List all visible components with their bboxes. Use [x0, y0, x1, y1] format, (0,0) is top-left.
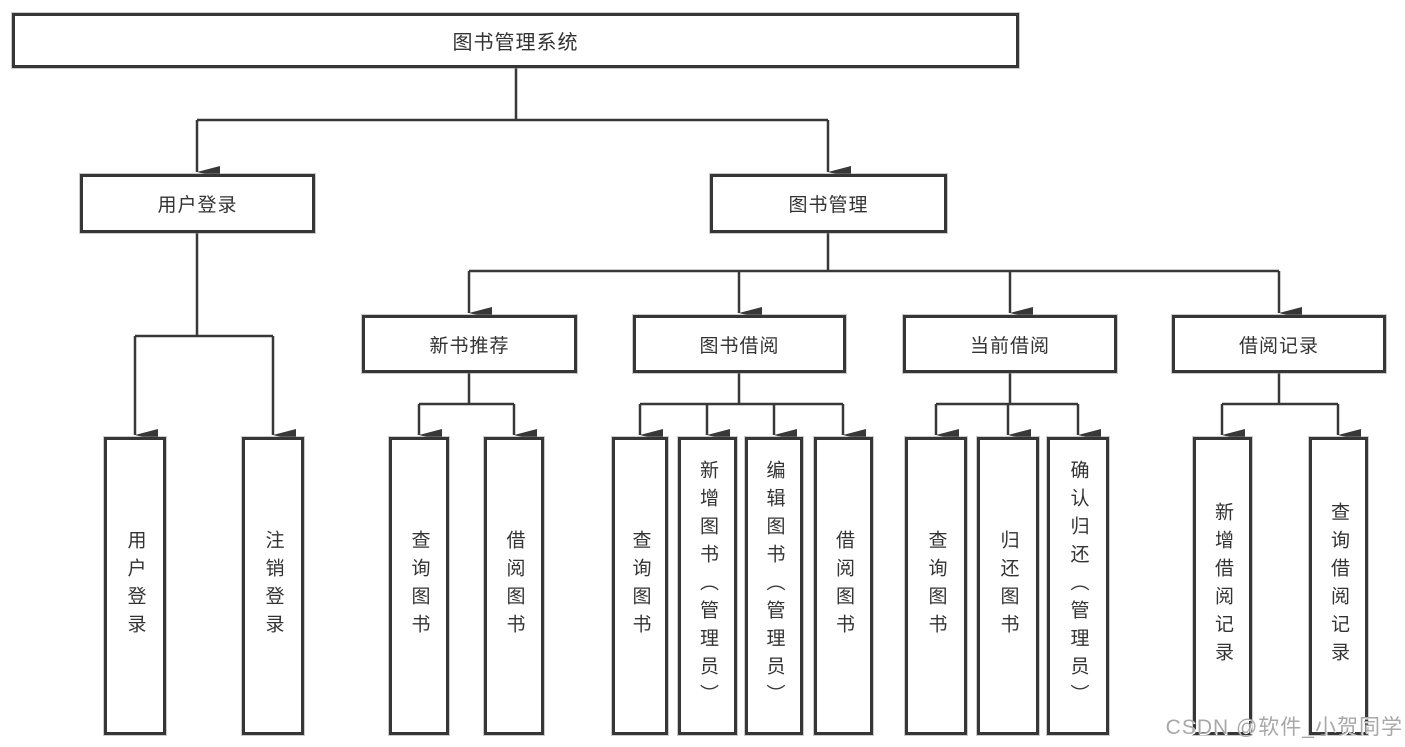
leaf-query-books-3-label: 查询图书 [925, 530, 947, 642]
connector-current-borrow-to-leaves [934, 373, 1101, 441]
leaf-query-books-2-label: 查询图书 [629, 530, 651, 642]
node-new-book-recommendation: 新书推荐 [362, 315, 577, 373]
leaf-edit-book-admin-label: 编辑图书（管理员） [763, 460, 785, 712]
node-current-borrowing: 当前借阅 [903, 315, 1117, 373]
leaf-edit-book-admin: 编辑图书（管理员） [745, 437, 803, 735]
connector-new-book-rec-to-leaves [417, 373, 537, 441]
leaf-query-books-1: 查询图书 [389, 437, 449, 735]
leaf-add-borrow-record-label: 新增借阅记录 [1212, 502, 1233, 670]
connector-book-mgmt-to-level2 [467, 233, 1302, 319]
leaf-logout: 注销登录 [242, 437, 304, 735]
node-borrowing-records: 借阅记录 [1172, 315, 1386, 373]
leaf-return-books-label: 归还图书 [997, 530, 1019, 642]
connector-root-to-level1 [195, 68, 851, 178]
leaf-borrow-books-1: 借阅图书 [484, 437, 544, 735]
csdn-watermark: CSDN @软件_小贺同学 [1165, 716, 1403, 739]
leaf-logout-label: 注销登录 [262, 530, 284, 642]
node-library-system: 图书管理系统 [12, 13, 1019, 68]
leaf-user-login-label: 用户登录 [124, 530, 146, 642]
leaf-borrow-books-2: 借阅图书 [814, 437, 873, 735]
connector-user-login-to-leaves [133, 233, 296, 441]
leaf-add-book-admin-label: 新增图书（管理员） [697, 460, 718, 712]
leaf-return-books: 归还图书 [977, 437, 1039, 735]
leaf-query-borrow-record-label: 查询借阅记录 [1328, 502, 1349, 670]
leaf-add-borrow-record: 新增借阅记录 [1193, 437, 1252, 735]
leaf-user-login: 用户登录 [104, 437, 166, 735]
leaf-query-books-1-label: 查询图书 [408, 530, 430, 642]
node-book-borrowing: 图书借阅 [633, 315, 846, 373]
leaf-query-books-3: 查询图书 [905, 437, 967, 735]
connector-borrow-records-to-leaves [1220, 373, 1361, 441]
node-user-login: 用户登录 [80, 174, 315, 233]
leaf-confirm-return-admin-label: 确认归还（管理员） [1067, 460, 1089, 712]
connector-book-borrow-to-leaves [638, 373, 866, 441]
leaf-query-borrow-record: 查询借阅记录 [1309, 437, 1368, 735]
leaf-add-book-admin: 新增图书（管理员） [678, 437, 737, 735]
leaf-confirm-return-admin: 确认归还（管理员） [1047, 437, 1109, 735]
node-book-management: 图书管理 [710, 174, 947, 233]
leaf-borrow-books-1-label: 借阅图书 [503, 530, 525, 642]
leaf-borrow-books-2-label: 借阅图书 [833, 530, 854, 642]
leaf-query-books-2: 查询图书 [612, 437, 668, 735]
